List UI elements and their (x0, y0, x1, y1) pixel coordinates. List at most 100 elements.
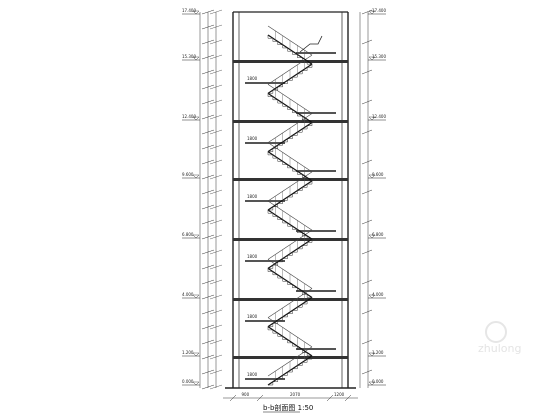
landing-note: 1800 (247, 372, 258, 377)
landing-slab (245, 320, 285, 322)
stair-steps (268, 122, 313, 152)
dimension-tick (201, 144, 215, 150)
stair-steps (267, 268, 312, 298)
floor-slab (233, 120, 348, 123)
dimension-tick (201, 309, 215, 315)
dimension-tick (201, 384, 215, 390)
landing-slab (245, 142, 285, 144)
dimension-tick (209, 99, 223, 105)
dimension-tick (361, 129, 373, 135)
level-label-right: 0.000 (372, 379, 384, 384)
dimension-tick (361, 369, 373, 375)
roof-access-stair (299, 35, 323, 53)
landing-note: 1800 (247, 76, 258, 81)
dimension-tick (209, 54, 223, 60)
landing-slab (296, 170, 336, 172)
dimension-tick (201, 189, 215, 195)
floor-slabs (233, 52, 348, 380)
level-triangle-right (368, 10, 376, 15)
dimension-tick (209, 39, 223, 45)
dimension-tick (201, 219, 215, 225)
dimension-tick (229, 394, 237, 402)
dimension-tick (209, 294, 223, 300)
landing-slab (296, 52, 336, 54)
dimension-tick (209, 354, 223, 360)
dimension-tick (201, 204, 215, 210)
landing-note: 1800 (247, 254, 258, 259)
dimension-tick (201, 129, 215, 135)
dimension-tick (201, 69, 215, 75)
dimension-tick (361, 39, 373, 45)
landing-slab (296, 348, 336, 350)
landing-slab (296, 230, 336, 232)
level-triangle-right (368, 381, 376, 386)
dimension-tick (209, 279, 223, 285)
dimension-tick (326, 394, 334, 402)
dimension-tick (201, 99, 215, 105)
level-label-left: 17.400 (182, 8, 196, 13)
dimension-tick (201, 9, 215, 15)
landing-slab (296, 112, 336, 114)
dimension-tick (361, 219, 373, 225)
bottom-dimension-text: 2070 (290, 392, 301, 397)
dimension-tick (201, 114, 215, 120)
floor-slab (233, 298, 348, 301)
level-label-right: 15.300 (372, 54, 386, 59)
level-label-left: 12.400 (182, 114, 196, 119)
level-triangle-right (368, 56, 376, 61)
dimension-tick (209, 69, 223, 75)
dimension-tick (209, 84, 223, 90)
landing-slab (245, 200, 285, 202)
landing-note: 1800 (247, 136, 258, 141)
dimension-tick (209, 189, 223, 195)
level-triangle-right (368, 294, 376, 299)
dimension-tick (201, 39, 215, 45)
level-triangle-left (192, 56, 200, 61)
landing-slab (245, 378, 285, 380)
level-labels: 17.40015.30012.4009.6006.8004.0001.2000.… (182, 8, 386, 386)
stair-steps (268, 180, 313, 211)
level-triangle-right (368, 174, 376, 179)
stair-steps (267, 210, 312, 240)
dimension-tick (209, 159, 223, 165)
watermark-text: zhulong (478, 342, 521, 355)
level-label-left: 9.600 (182, 172, 194, 177)
watermark-logo: zhulong (478, 321, 521, 355)
dimension-tick (201, 279, 215, 285)
landing-note: 1800 (247, 194, 258, 199)
level-label-left: 15.300 (182, 54, 196, 59)
dimension-tick (201, 159, 215, 165)
dimension-tick (361, 309, 373, 315)
dimension-tick (209, 9, 223, 15)
stair-flight (267, 121, 313, 153)
dimension-tick (209, 339, 223, 345)
dimension-tick (209, 249, 223, 255)
level-triangle-left (192, 234, 200, 239)
bottom-dimension-text: 1200 (334, 392, 345, 397)
dimension-tick (209, 264, 223, 270)
floor-slab (233, 356, 348, 359)
floor-slab (233, 60, 348, 63)
level-triangle-left (192, 352, 200, 357)
level-triangle-right (368, 352, 376, 357)
level-label-right: 4.000 (372, 292, 384, 297)
dimension-tick (201, 264, 215, 270)
dimension-tick (344, 394, 352, 402)
dimension-tick (209, 384, 223, 390)
level-label-right: 17.400 (372, 8, 386, 13)
dimension-tick (256, 394, 264, 402)
dimension-tick (209, 324, 223, 330)
level-triangle-left (192, 116, 200, 121)
dimension-tick (201, 354, 215, 360)
level-triangle-right (368, 234, 376, 239)
building-outline (225, 11, 356, 389)
level-triangle-left (192, 10, 200, 15)
level-label-left: 0.000 (182, 379, 194, 384)
stair-steps (267, 151, 312, 182)
level-label-right: 1.200 (372, 350, 384, 355)
level-triangle-left (192, 381, 200, 386)
dimension-tick (201, 339, 215, 345)
level-label-right: 9.600 (372, 172, 384, 177)
